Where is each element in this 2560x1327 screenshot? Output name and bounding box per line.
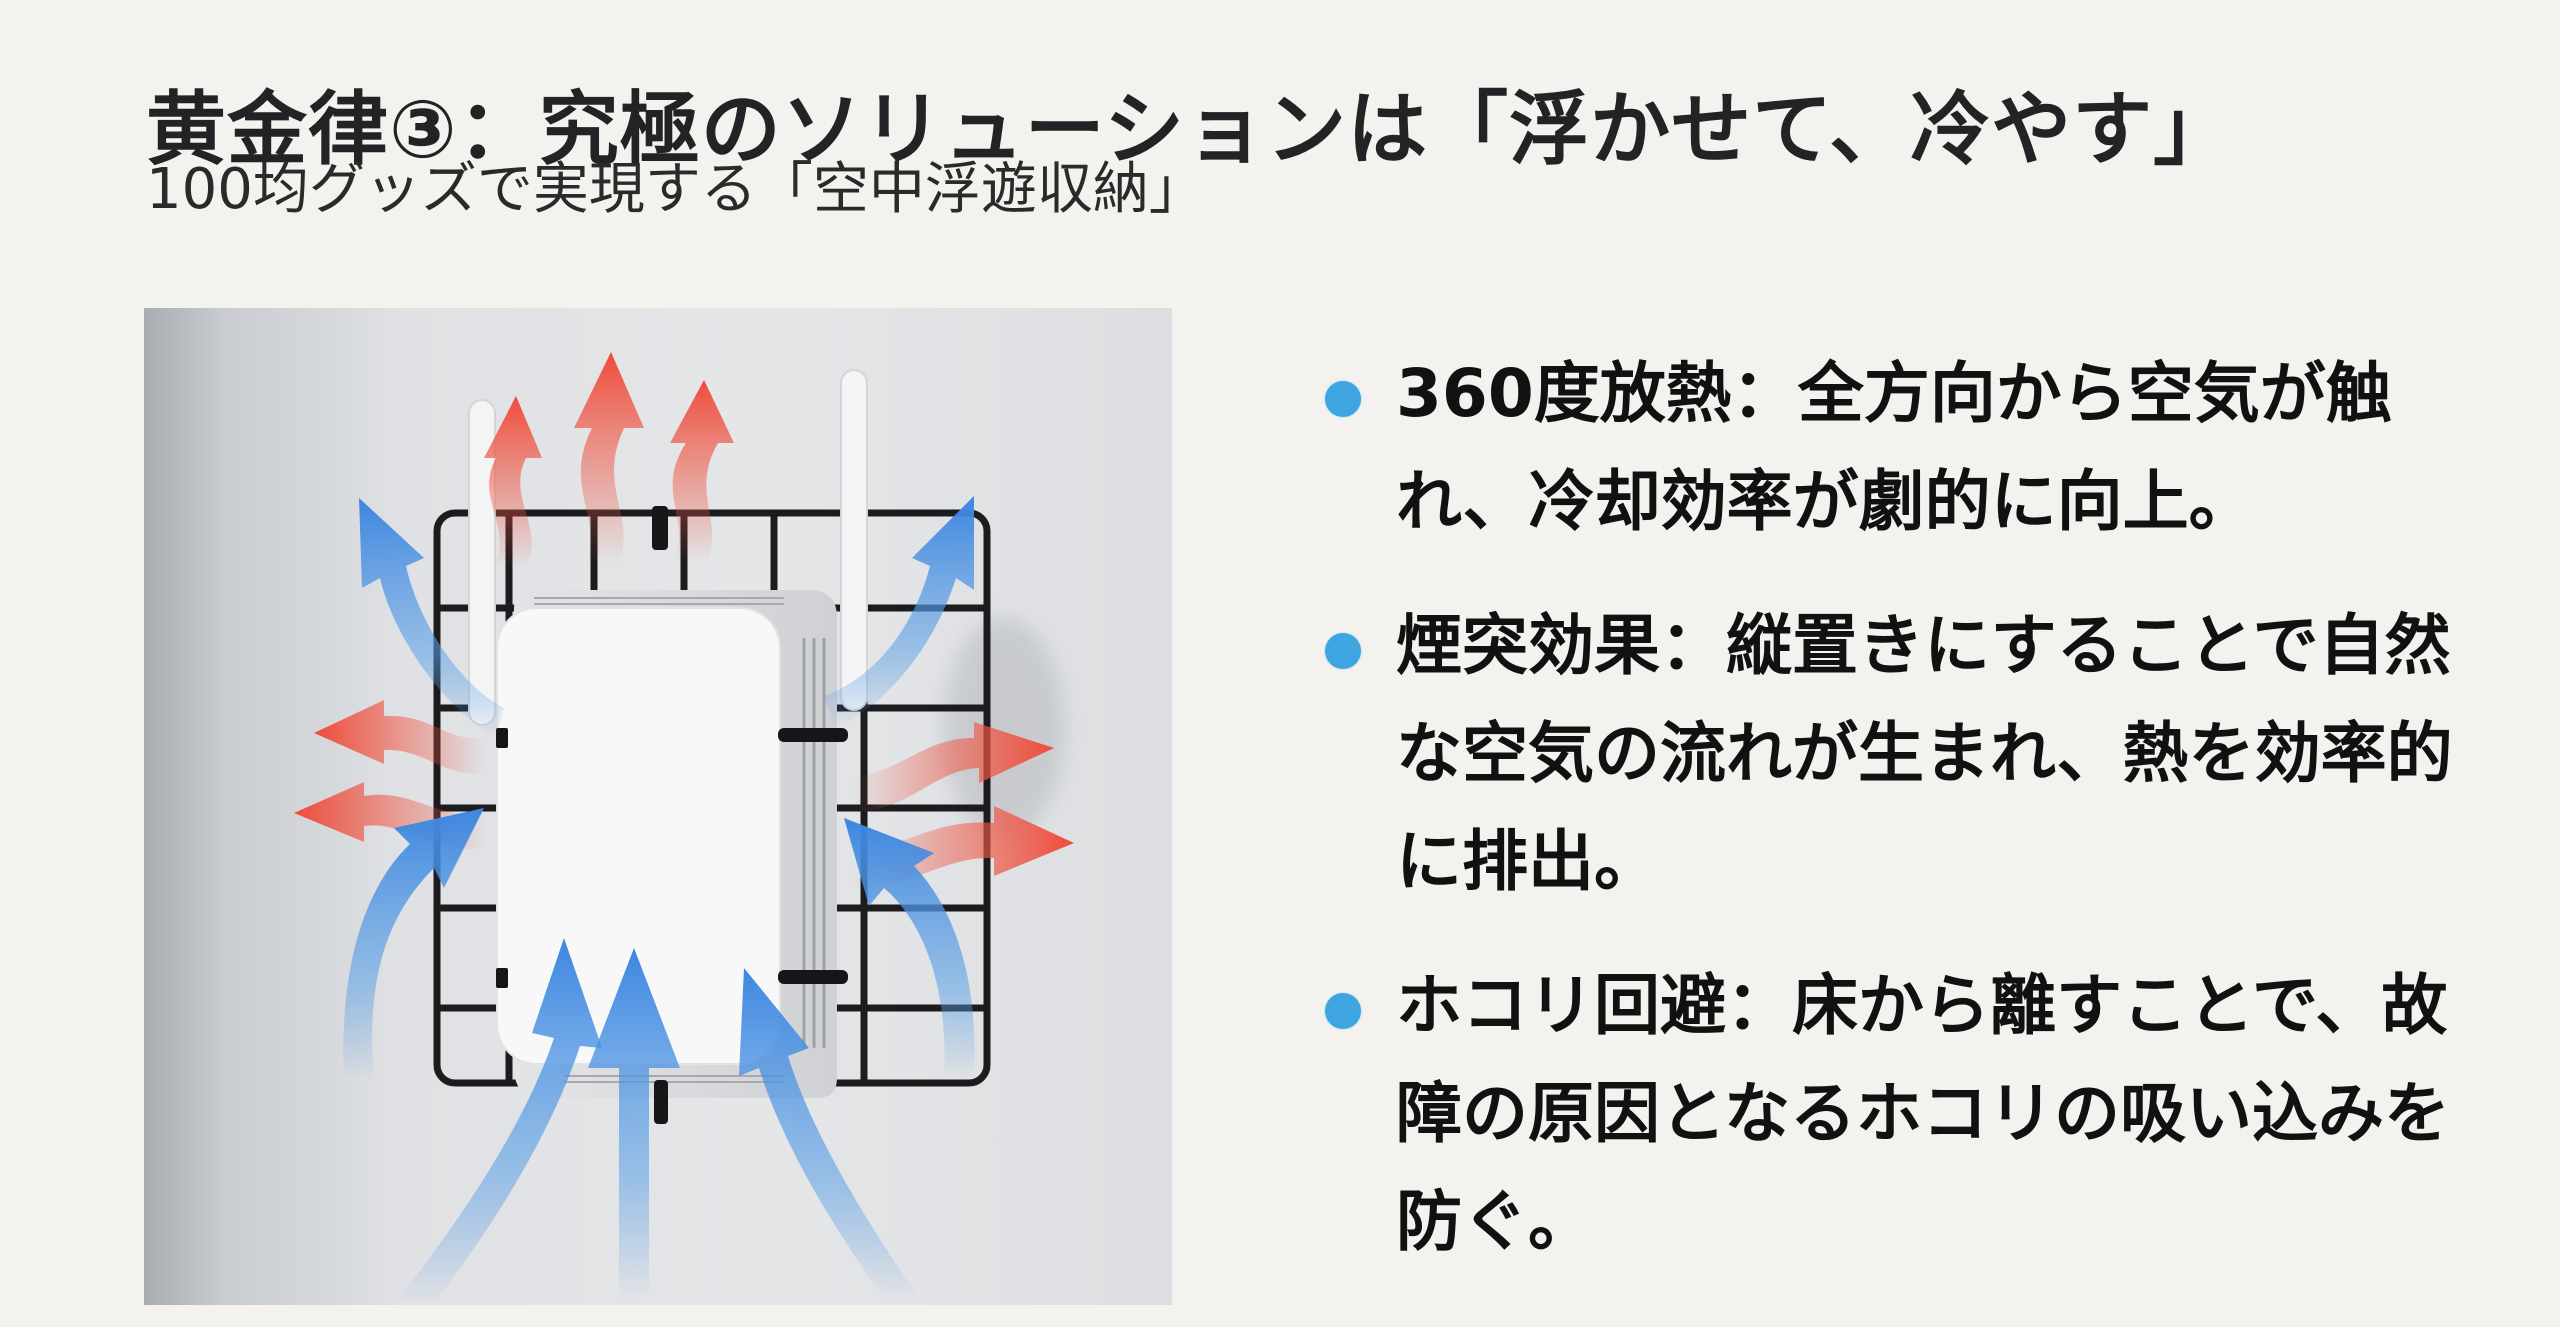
bullet-text: ホコリ回避：床から離すことで、故障の原因となるホコリの吸い込みを防ぐ。 [1396,967,2451,1260]
slide-subtitle: 100均グッズで実現する「空中浮遊収納」 [146,157,1205,222]
router-airflow-illustration [144,308,1172,1305]
bullet-chimney-effect: 煙突効果：縦置きにすることで自然な空気の流れが生まれ、熱を効率的に排出。 [1322,592,2482,916]
bullet-text: 360度放熱：全方向から空気が触れ、冷却効率が劇的に向上。 [1396,355,2392,540]
bullet-dot-icon [1325,633,1361,669]
wall-shadow [944,618,1064,838]
cool-air-arrow-icon [343,496,975,1303]
slide-title: 黄金律③：究極のソリューションは「浮かせて、冷やす」 [146,82,2235,176]
bullet-dust-avoidance: ホコリ回避：床から離すことで、故障の原因となるホコリの吸い込みを防ぐ。 [1322,952,2482,1276]
bullet-dot-icon [1325,381,1361,417]
bullet-text: 煙突効果：縦置きにすることで自然な空気の流れが生まれ、熱を効率的に排出。 [1396,607,2453,900]
benefit-list: 360度放熱：全方向から空気が触れ、冷却効率が劇的に向上。 煙突効果：縦置きにす… [1322,340,2482,1276]
bullet-dot-icon [1325,993,1361,1029]
bullet-360-heat-dissipation: 360度放熱：全方向から空気が触れ、冷却効率が劇的に向上。 [1322,340,2482,556]
